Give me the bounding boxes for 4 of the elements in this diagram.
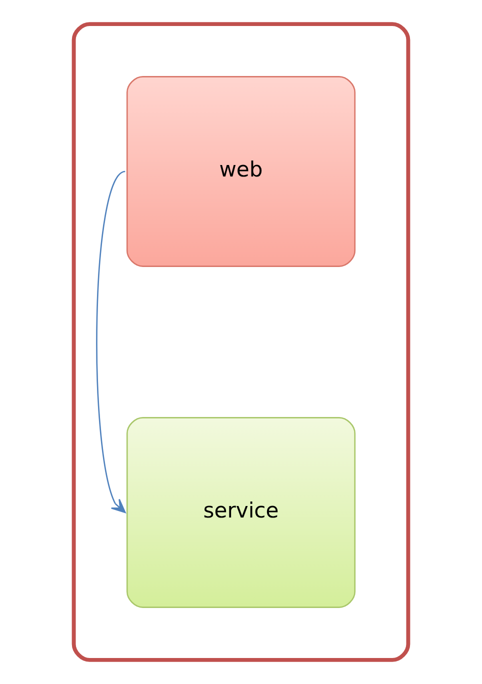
node-box: service bbox=[126, 417, 356, 608]
cluster bbox=[72, 22, 410, 662]
arrow bbox=[96, 170, 126, 514]
node-box: web bbox=[126, 76, 356, 267]
